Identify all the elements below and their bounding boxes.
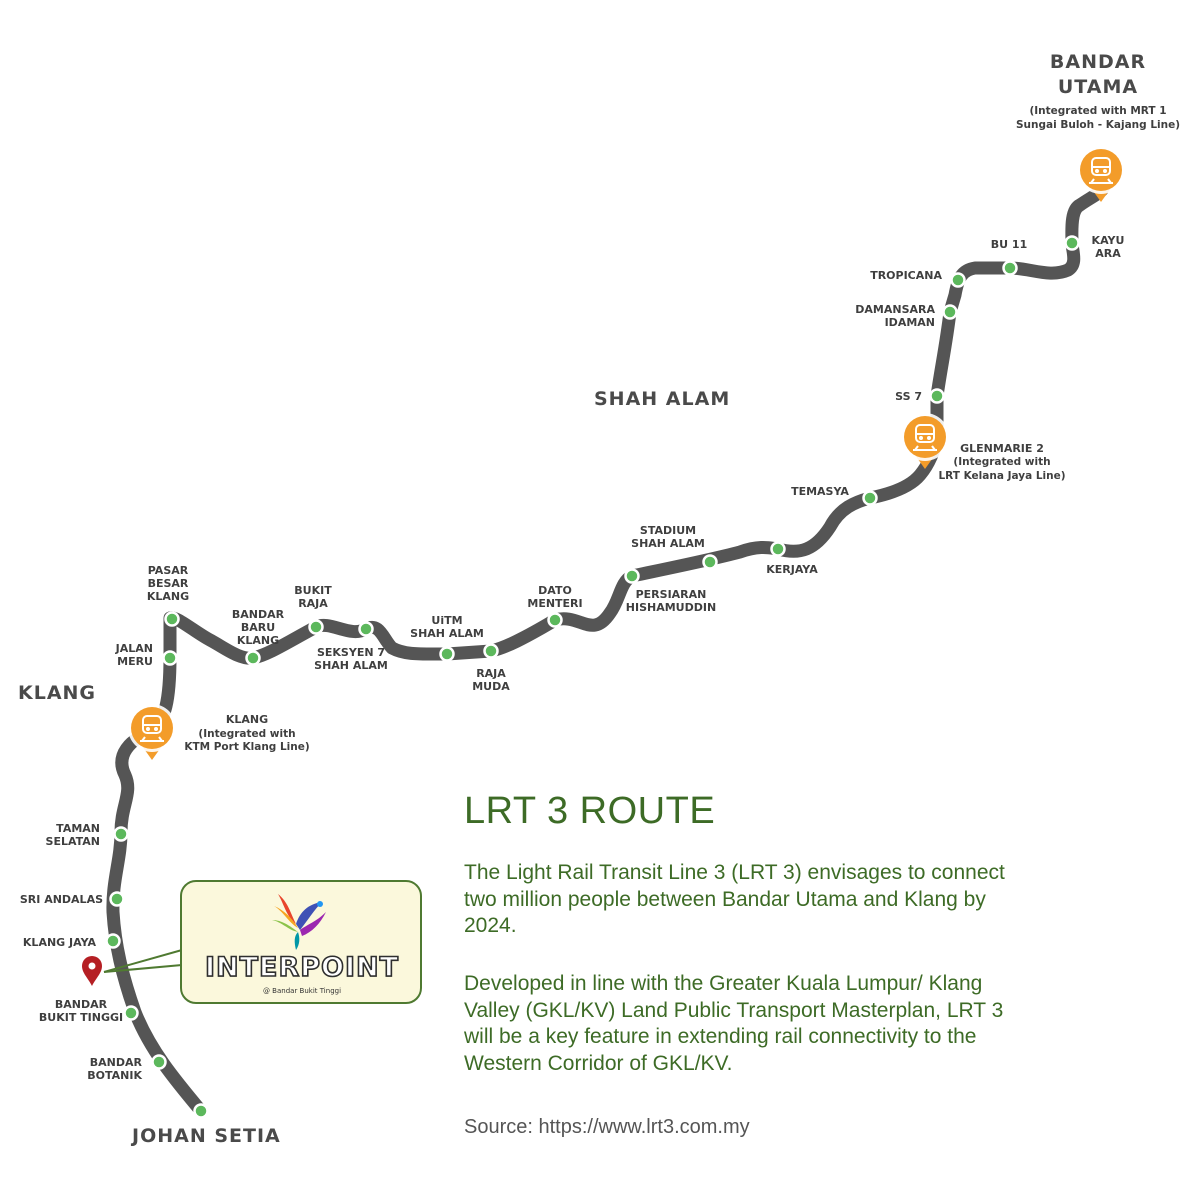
station-label-taman-selatan-2: SELATAN [46, 835, 100, 848]
terminus-bandar-utama-line1: BANDAR [1050, 51, 1146, 73]
station-dot-seksyen-7[interactable] [358, 621, 374, 637]
station-label-bandar-bukit-tinggi-2: BUKIT TINGGI [39, 1011, 123, 1024]
station-label-jalan-meru-2: MERU [117, 655, 153, 668]
station-label-klang-note2: KTM Port Klang Line) [184, 741, 309, 753]
station-label-bandar-botanik-2: BOTANIK [87, 1069, 142, 1082]
station-label-persiaran: PERSIARAN [636, 588, 707, 601]
station-label-persiaran-2: HISHAMUDDIN [626, 601, 716, 614]
callout-connector-upper [103, 949, 183, 973]
station-label-glenmarie-note1: (Integrated with [953, 456, 1050, 468]
station-label-seksyen7: SEKSYEN 7 [317, 646, 385, 659]
region-label-klang: KLANG [18, 682, 96, 704]
station-dot-persiaran-hishamuddin[interactable] [624, 568, 640, 584]
callout-connector-lower [103, 964, 183, 973]
terminus-note-line2: Sungai Buloh - Kajang Line) [1016, 119, 1180, 131]
station-dot-kerjaya[interactable] [770, 541, 786, 557]
station-label-glenmarie-note2: LRT Kelana Jaya Line) [938, 470, 1065, 482]
station-dot-temasya[interactable] [862, 490, 878, 506]
station-label-bandar-baru-klang: BANDAR [232, 608, 285, 621]
train-icon [1089, 157, 1113, 184]
station-label-jalan-meru: JALAN [115, 642, 153, 655]
station-label-bandar-bukit-tinggi: BANDAR [55, 998, 108, 1011]
route-description-1: The Light Rail Transit Line 3 (LRT 3) en… [464, 861, 1005, 937]
terminus-note-line1: (Integrated with MRT 1 [1029, 105, 1166, 117]
station-label-pasar-besar: PASAR [148, 564, 189, 577]
station-label-kayu-ara-2: ARA [1095, 247, 1121, 260]
station-dots [105, 235, 1080, 1119]
station-dot-uitm[interactable] [439, 646, 455, 662]
station-label-stadium: STADIUM [640, 524, 696, 537]
station-label-raja-muda: RAJA [476, 667, 506, 680]
station-label-raja-muda-2: MUDA [472, 680, 510, 693]
interchange-bandar-utama[interactable] [1077, 146, 1125, 202]
station-dot-johan-setia[interactable] [193, 1103, 209, 1119]
station-label-bukit-raja-2: RAJA [298, 597, 328, 610]
station-dot-stadium-shah-alam[interactable] [702, 554, 718, 570]
station-label-sri-andalas: SRI ANDALAS [20, 893, 103, 906]
interpoint-logo-text: INTERPOINT [204, 951, 400, 984]
route-title: LRT 3 ROUTE [464, 790, 716, 832]
station-label-tropicana: TROPICANA [870, 269, 942, 282]
station-label-bu11: BU 11 [991, 238, 1027, 251]
station-label-bukit-raja: BUKIT [294, 584, 332, 597]
station-label-uitm-2: SHAH ALAM [410, 627, 484, 640]
train-icon [140, 715, 164, 742]
station-label-dato-menteri: DATO [538, 584, 572, 597]
station-dot-bukit-raja[interactable] [308, 619, 324, 635]
station-dot-bandar-botanik[interactable] [151, 1054, 167, 1070]
interchange-glenmarie[interactable] [901, 413, 949, 469]
route-description-2: Developed in line with the Greater Kuala… [464, 972, 1004, 1075]
station-label-pasar-besar-3: KLANG [147, 590, 189, 603]
train-icon [913, 424, 937, 451]
station-label-klang: KLANG [226, 713, 268, 726]
location-pin-icon[interactable] [82, 956, 102, 986]
station-dot-taman-selatan[interactable] [113, 826, 129, 842]
interchange-klang[interactable] [128, 704, 176, 760]
station-dot-sri-andalas[interactable] [109, 891, 125, 907]
interpoint-callout[interactable] [180, 880, 422, 1004]
station-label-damansara: DAMANSARA [855, 303, 935, 316]
station-label-taman-selatan: TAMAN [56, 822, 100, 835]
station-dot-dato-menteri[interactable] [547, 612, 563, 628]
station-dot-bu11[interactable] [1002, 260, 1018, 276]
station-label-kayu-ara: KAYU [1092, 234, 1125, 247]
station-label-idaman: IDAMAN [885, 316, 935, 329]
station-label-dato-menteri-2: MENTERI [527, 597, 582, 610]
station-dot-ss7[interactable] [929, 388, 945, 404]
station-dot-pasar-besar-klang[interactable] [164, 611, 180, 627]
station-label-glenmarie: GLENMARIE 2 [960, 442, 1044, 455]
lrt3-route-line [106, 183, 1109, 1118]
station-label-ss7: SS 7 [895, 390, 922, 403]
station-label-bandar-baru-klang-2: BARU [241, 621, 275, 634]
bird-logo-icon [272, 894, 326, 950]
interpoint-logo-subtext: @ Bandar Bukit Tinggi [262, 987, 342, 995]
station-label-kerjaya: KERJAYA [766, 563, 818, 576]
station-label-uitm: UiTM [431, 614, 462, 627]
station-dot-damansara-idaman[interactable] [942, 304, 958, 320]
station-dot-raja-muda[interactable] [483, 643, 499, 659]
station-label-seksyen7-2: SHAH ALAM [314, 659, 388, 672]
station-label-pasar-besar-2: BESAR [148, 577, 189, 590]
terminus-bandar-utama-line2: UTAMA [1058, 76, 1138, 98]
station-label-klang-jaya: KLANG JAYA [23, 936, 97, 949]
station-dot-klang-jaya[interactable] [105, 933, 121, 949]
station-dot-bandar-bukit-tinggi[interactable] [123, 1005, 139, 1021]
station-label-stadium-2: SHAH ALAM [631, 537, 705, 550]
source-citation: Source: https://www.lrt3.com.my [464, 1116, 750, 1138]
station-dot-tropicana[interactable] [950, 272, 966, 288]
station-dot-kayu-ara[interactable] [1064, 235, 1080, 251]
station-dot-bandar-baru-klang[interactable] [245, 650, 261, 666]
region-label-johan-setia: JOHAN SETIA [130, 1125, 281, 1147]
station-label-bandar-baru-klang-3: KLANG [237, 634, 279, 647]
station-label-temasya: TEMASYA [791, 485, 849, 498]
region-label-shah-alam: SHAH ALAM [594, 388, 730, 410]
station-label-klang-note1: (Integrated with [198, 728, 295, 740]
station-label-bandar-botanik: BANDAR [90, 1056, 143, 1069]
station-dot-jalan-meru[interactable] [162, 650, 178, 666]
